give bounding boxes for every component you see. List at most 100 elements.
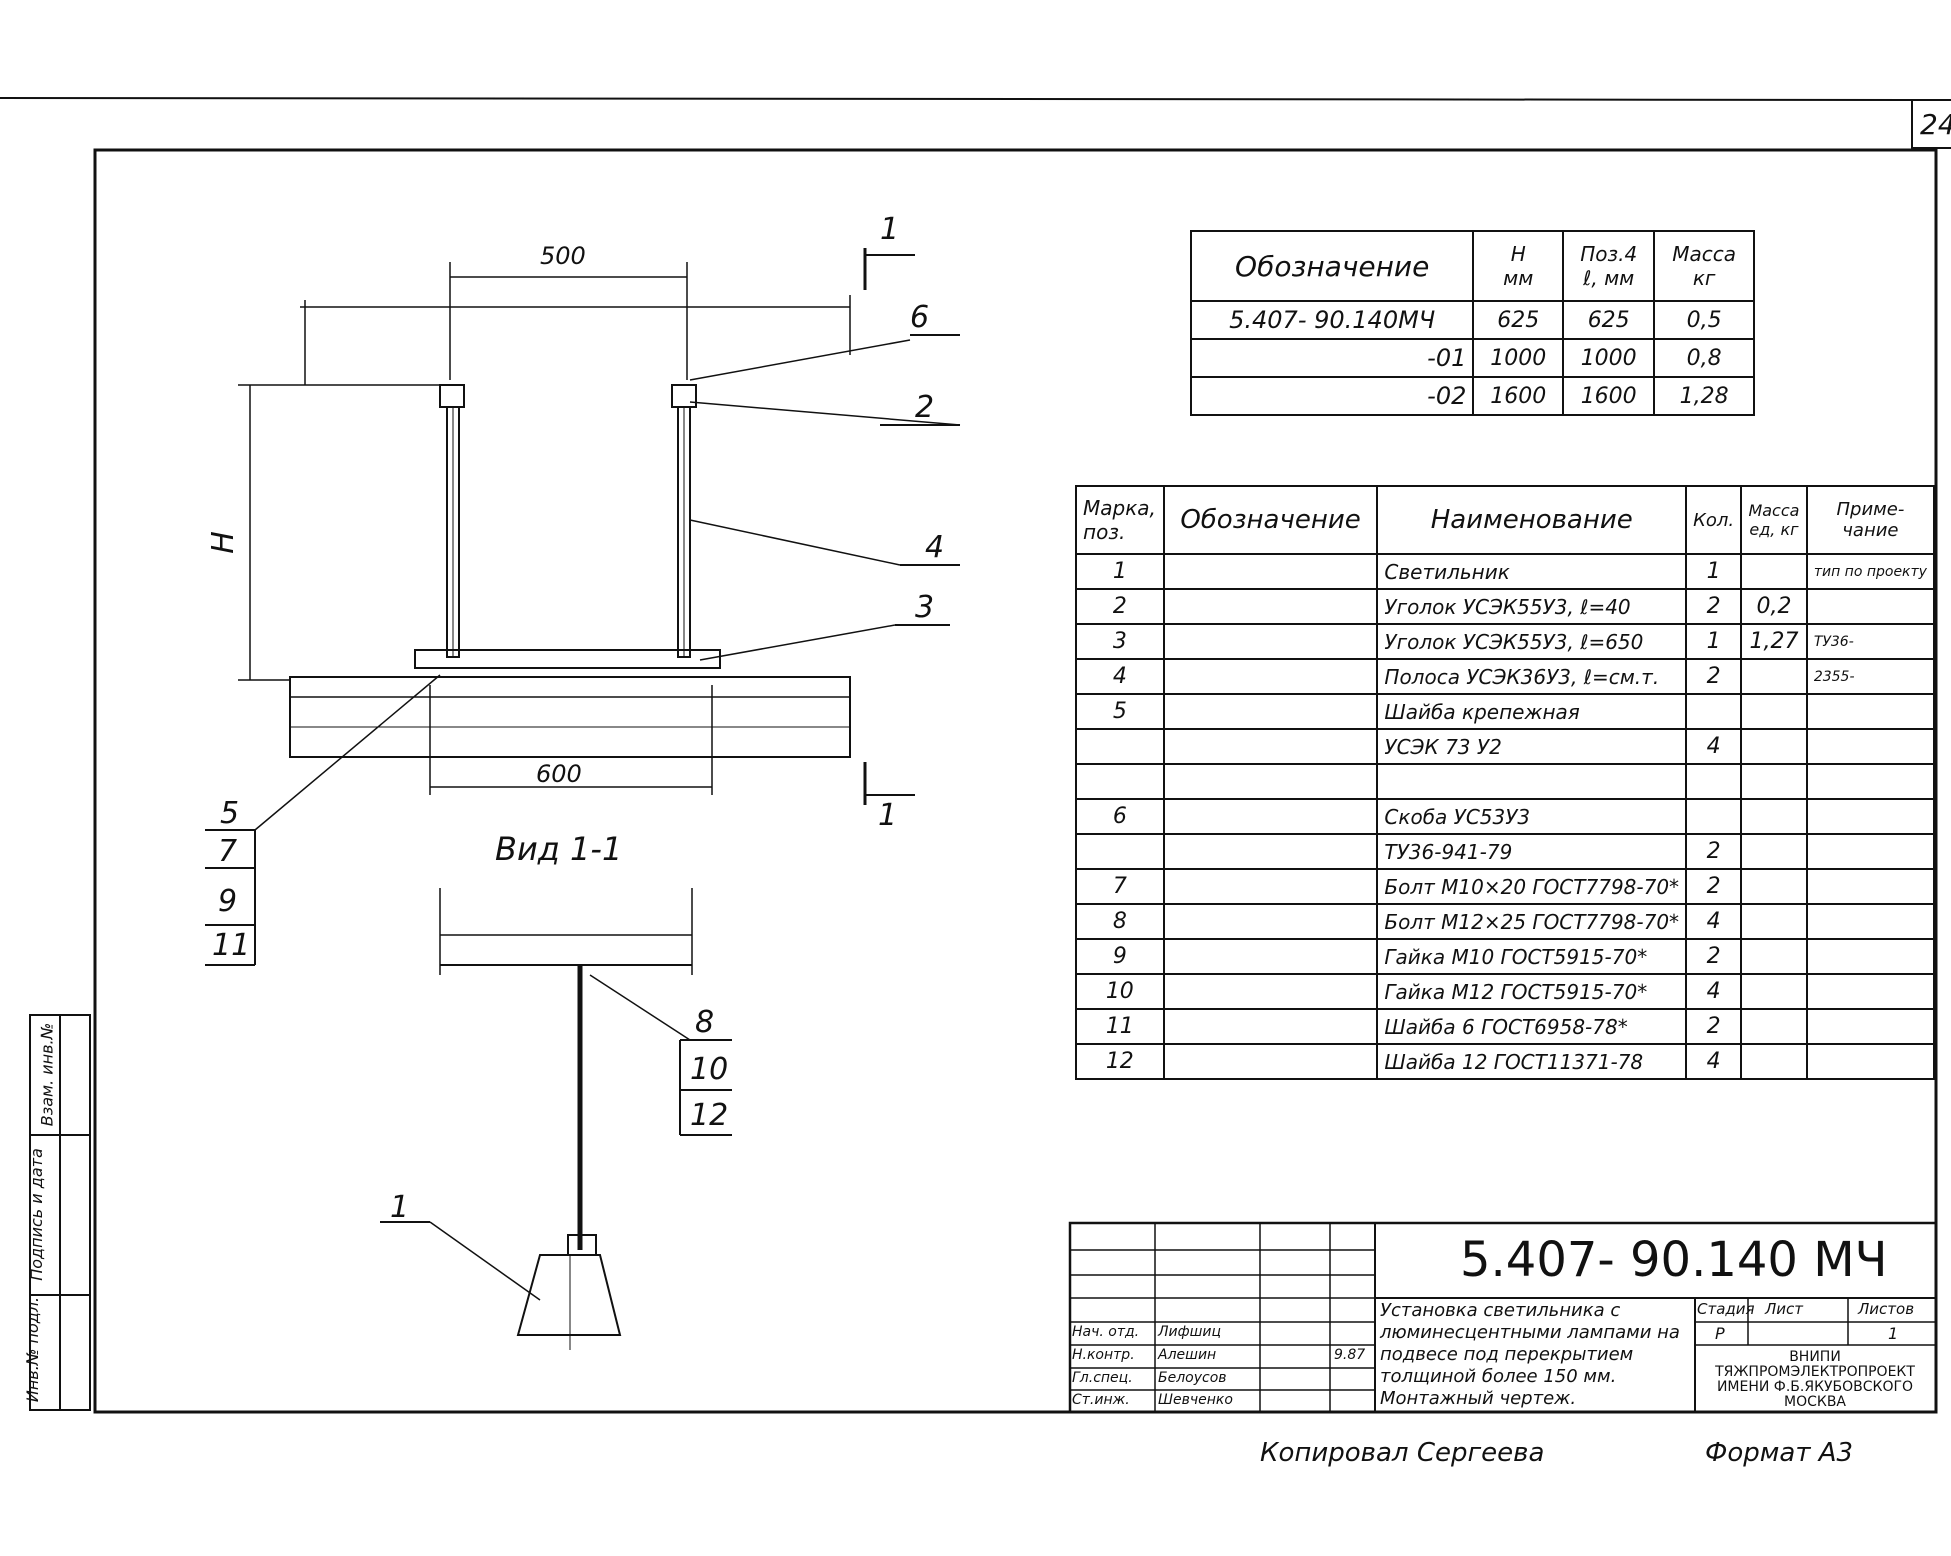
variants-cell: 1600	[1562, 376, 1656, 416]
spec-cell: 4	[1075, 658, 1165, 695]
stamp-replaced: Взам. инв.№	[37, 1022, 57, 1127]
spec-cell	[1805, 973, 1936, 1010]
spec-cell: 9	[1075, 938, 1165, 975]
sig-role: Ст.инж.	[1072, 1392, 1130, 1408]
spec-cell: Гайка М10 ГОСТ5915-70*	[1376, 938, 1688, 975]
table-row: 10 Гайка М12 ГОСТ5915-70*4	[1075, 973, 1936, 1010]
spec-cell	[1740, 728, 1808, 765]
spec-cell	[1075, 833, 1165, 870]
spec-header-qty: Кол.	[1685, 485, 1743, 555]
spec-header-mark: Марка, поз.	[1075, 485, 1165, 555]
spec-cell: 10	[1075, 973, 1165, 1010]
spec-cell	[1162, 658, 1379, 695]
variants-cell: -01	[1189, 338, 1475, 378]
section-mark-bottom: 1	[878, 798, 898, 833]
spec-cell: тип по проекту	[1805, 553, 1936, 590]
spec-cell	[1740, 973, 1808, 1010]
table-row: 8 Болт М12×25 ГОСТ7798-70*4	[1075, 903, 1936, 940]
spec-cell: 2	[1075, 588, 1165, 625]
spec-cell	[1162, 1008, 1379, 1045]
spec-cell: Шайба 6 ГОСТ6958-78*	[1376, 1008, 1688, 1045]
spec-cell: 4	[1685, 728, 1743, 765]
spec-cell: 2	[1685, 1008, 1743, 1045]
spec-cell	[1805, 763, 1936, 800]
spec-cell: 7	[1075, 868, 1165, 905]
dim-top-span: 500	[540, 242, 586, 270]
spec-cell	[1805, 1008, 1936, 1045]
callout-2: 2	[915, 390, 935, 425]
spec-cell	[1162, 833, 1379, 870]
variants-cell: 625	[1472, 300, 1565, 340]
spec-cell: 8	[1075, 903, 1165, 940]
variants-header-designation: Обозначение	[1189, 230, 1475, 302]
spec-cell: 4	[1685, 1043, 1743, 1080]
sig-role: Гл.спец.	[1072, 1370, 1133, 1386]
spec-header-designation: Обозначение	[1162, 485, 1379, 555]
spec-cell: Светильник	[1376, 553, 1688, 590]
table-row: 11 Шайба 6 ГОСТ6958-78*2	[1075, 1008, 1936, 1045]
variants-cell: -02	[1189, 376, 1475, 416]
spec-cell: 4	[1685, 903, 1743, 940]
callout-4: 4	[925, 530, 945, 565]
stage-value: Р	[1715, 1324, 1725, 1343]
spec-cell: Болт М12×25 ГОСТ7798-70*	[1376, 903, 1688, 940]
table-row	[1075, 763, 1936, 800]
spec-cell: 11	[1075, 1008, 1165, 1045]
spec-cell	[1805, 798, 1936, 835]
stamp-inv-no: Инв.№ подл.	[23, 1296, 43, 1403]
spec-cell	[1805, 868, 1936, 905]
spec-cell: Болт М10×20 ГОСТ7798-70*	[1376, 868, 1688, 905]
table-row: -02 1600 1600 1,28	[1189, 376, 1755, 416]
spec-cell	[1162, 553, 1379, 590]
view-title: Вид 1-1	[495, 830, 623, 868]
footer-copied: Копировал Сергеева	[1260, 1438, 1545, 1468]
spec-cell	[1162, 903, 1379, 940]
spec-cell	[1162, 623, 1379, 660]
spec-cell: 4	[1685, 973, 1743, 1010]
spec-cell: 2	[1685, 868, 1743, 905]
sheets-value: 1	[1888, 1324, 1899, 1343]
spec-cell: 1	[1685, 623, 1743, 660]
spec-cell: ТУ36-941-79	[1376, 833, 1688, 870]
variants-header-mass: Масса кг	[1653, 230, 1755, 302]
table-row: 5.407- 90.140МЧ 625 625 0,5	[1189, 300, 1755, 340]
spec-cell	[1805, 693, 1936, 730]
spec-cell	[1376, 763, 1688, 800]
spec-cell: Шайба крепежная	[1376, 693, 1688, 730]
variants-cell: 1,28	[1653, 376, 1755, 416]
spec-cell: 6	[1075, 798, 1165, 835]
variants-header-h: H мм	[1472, 230, 1565, 302]
sig-name: Белоусов	[1158, 1370, 1227, 1386]
spec-cell	[1075, 728, 1165, 765]
spec-cell	[1805, 938, 1936, 975]
sig-role: Нач. отд.	[1072, 1324, 1140, 1340]
callout-10: 10	[690, 1052, 729, 1087]
spec-cell: УСЭК 73 У2	[1376, 728, 1688, 765]
callout-3: 3	[915, 590, 935, 625]
spec-cell: Гайка М12 ГОСТ5915-70*	[1376, 973, 1688, 1010]
spec-cell	[1740, 903, 1808, 940]
callout-1: 1	[390, 1190, 410, 1225]
spec-header-note: Приме- чание	[1805, 485, 1936, 555]
spec-cell: 3	[1075, 623, 1165, 660]
variants-cell: 0,8	[1653, 338, 1755, 378]
spec-cell: 2	[1685, 833, 1743, 870]
spec-cell: 2	[1685, 588, 1743, 625]
spec-cell	[1162, 868, 1379, 905]
spec-cell	[1685, 798, 1743, 835]
sheets-label: Листов	[1858, 1300, 1915, 1318]
spec-cell: 0,2	[1740, 588, 1808, 625]
spec-header-name: Наименование	[1376, 485, 1688, 555]
spec-cell	[1805, 728, 1936, 765]
variants-cell: 1000	[1562, 338, 1656, 378]
spec-cell	[1162, 798, 1379, 835]
